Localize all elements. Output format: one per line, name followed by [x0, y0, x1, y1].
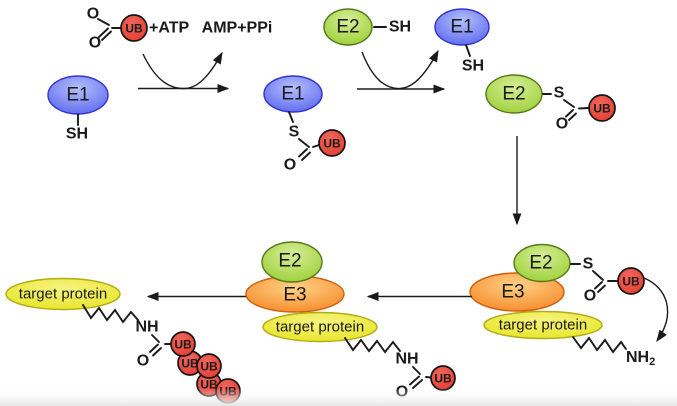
- oxygen-label: O: [284, 157, 296, 174]
- polyubiquitinated-target: target protein NH O UB UB UB UB UB: [5, 277, 246, 404]
- diagram-ink: O O UB +ATP AMP+PPi E1 SH E1 S O UB: [0, 6, 677, 406]
- e2-enzyme-ellipse: [323, 8, 373, 46]
- e3-complex-right: E2 E3 target protein S O UB NH2: [469, 243, 669, 369]
- e2-transfer-step: E2 SH E1 SH E2 S O UB: [323, 8, 616, 226]
- catalysis-curved-arrow: [361, 49, 439, 90]
- e3-label: E3: [283, 285, 306, 306]
- ubiquitin-circle: [588, 94, 616, 122]
- ubiquitin-label: UB: [181, 357, 199, 371]
- amide-nh-label: NH: [135, 319, 158, 336]
- bond-e1-sh: [465, 44, 471, 57]
- target-protein-ellipse: [483, 310, 603, 340]
- ubiquitin-label: UB: [125, 22, 143, 36]
- e2-label: E2: [336, 17, 359, 38]
- double-bond-c-o-1: [149, 343, 159, 353]
- e3-label: E3: [501, 282, 524, 303]
- e2-label: E2: [278, 251, 301, 272]
- amide-nh-label: NH: [395, 351, 418, 368]
- thiol-label: SH: [66, 126, 88, 143]
- ubiquitin-label: UB: [593, 102, 611, 116]
- e3-enzyme-ellipse: [469, 272, 565, 312]
- e1-charging-step: E1 S O UB: [263, 75, 346, 174]
- target-protein-ellipse: [5, 277, 121, 311]
- double-bond-c-o-1: [565, 109, 574, 118]
- e3-complex-middle: E2 E3 target protein NH O UB: [245, 241, 472, 401]
- e1-label: E1: [66, 85, 89, 106]
- double-bond-c-o-1: [409, 375, 420, 386]
- double-bond-c-o-2: [412, 379, 423, 389]
- ubiquitin-label: UB: [434, 372, 452, 386]
- double-bond-c-o-2: [568, 112, 577, 121]
- ubiquitin-label: UB: [323, 137, 341, 151]
- double-bond-c-o-1: [298, 148, 308, 158]
- bond-c-ub: [312, 144, 320, 148]
- target-protein-label: target protein: [276, 319, 364, 336]
- ubiquitin-label: UB: [622, 275, 640, 289]
- sulfur-label: S: [583, 256, 594, 273]
- thiol-label: SH: [462, 58, 484, 75]
- bond-nh-c: [151, 334, 160, 343]
- catalysis-curved-arrow: [142, 51, 223, 90]
- e2-enzyme-ellipse: [261, 241, 323, 283]
- bond-nh-c: [412, 366, 421, 375]
- e1-label: E1: [450, 17, 473, 38]
- sulfur-label: S: [289, 124, 300, 141]
- double-bond-c-o-1: [98, 27, 109, 38]
- target-protein-ellipse: [262, 311, 378, 343]
- double-bond-c-o-2: [301, 151, 311, 161]
- amp-ppi-label: AMP+PPi: [202, 20, 273, 37]
- bond-c-ub: [578, 107, 589, 110]
- oxygen-label: O: [89, 35, 101, 52]
- oxygen-label: O: [584, 288, 596, 305]
- bond-o-c: [97, 18, 110, 26]
- e2-label: E2: [529, 253, 552, 274]
- oxygen-label: O: [87, 6, 99, 23]
- ubiquitin-label: UB: [200, 360, 218, 374]
- double-bond-c-o-1: [594, 281, 603, 290]
- lysine-side-chain: [82, 304, 139, 324]
- lysine-side-chain: [344, 337, 401, 354]
- ubiquitin-circle: [318, 129, 346, 157]
- double-bond-c-o-2: [152, 347, 162, 357]
- sulfur-label: S: [554, 85, 565, 102]
- thiol-label: SH: [389, 19, 411, 36]
- e2-enzyme-ellipse: [513, 243, 571, 283]
- double-bond-c-o-2: [101, 30, 112, 41]
- e1-enzyme-ellipse: [434, 8, 490, 46]
- bond-s-c: [298, 138, 310, 148]
- ubiquitin-circle: [196, 353, 222, 379]
- target-protein-label: target protein: [19, 286, 107, 303]
- ubiquitin-circle: [170, 331, 196, 357]
- ub-to-lysine-curved-arrow: [643, 277, 669, 343]
- ubiquitin-circle: [120, 14, 148, 42]
- lysine-side-chain: [572, 336, 627, 354]
- ubiquitin-label: UB: [174, 338, 192, 352]
- e1-label: E1: [281, 84, 304, 105]
- double-bond-c-o-2: [597, 284, 606, 293]
- atp-label: +ATP: [149, 20, 189, 37]
- e1-enzyme-ellipse: [263, 75, 323, 113]
- ubiquitin-circle: [617, 267, 645, 295]
- amine-group-label: NH2: [626, 349, 655, 369]
- bond-e1-s: [288, 111, 294, 123]
- e2-label: E2: [502, 84, 525, 105]
- ub-activation-step: O O UB +ATP AMP+PPi E1 SH: [47, 6, 273, 143]
- e2-enzyme-ellipse: [485, 74, 543, 114]
- oxygen-label: O: [556, 116, 568, 133]
- footer-strip: [0, 388, 677, 406]
- bond-s-c: [592, 270, 604, 281]
- bond-s-c: [563, 99, 575, 108]
- target-protein-label: target protein: [499, 317, 587, 334]
- oxygen-label: O: [137, 353, 149, 370]
